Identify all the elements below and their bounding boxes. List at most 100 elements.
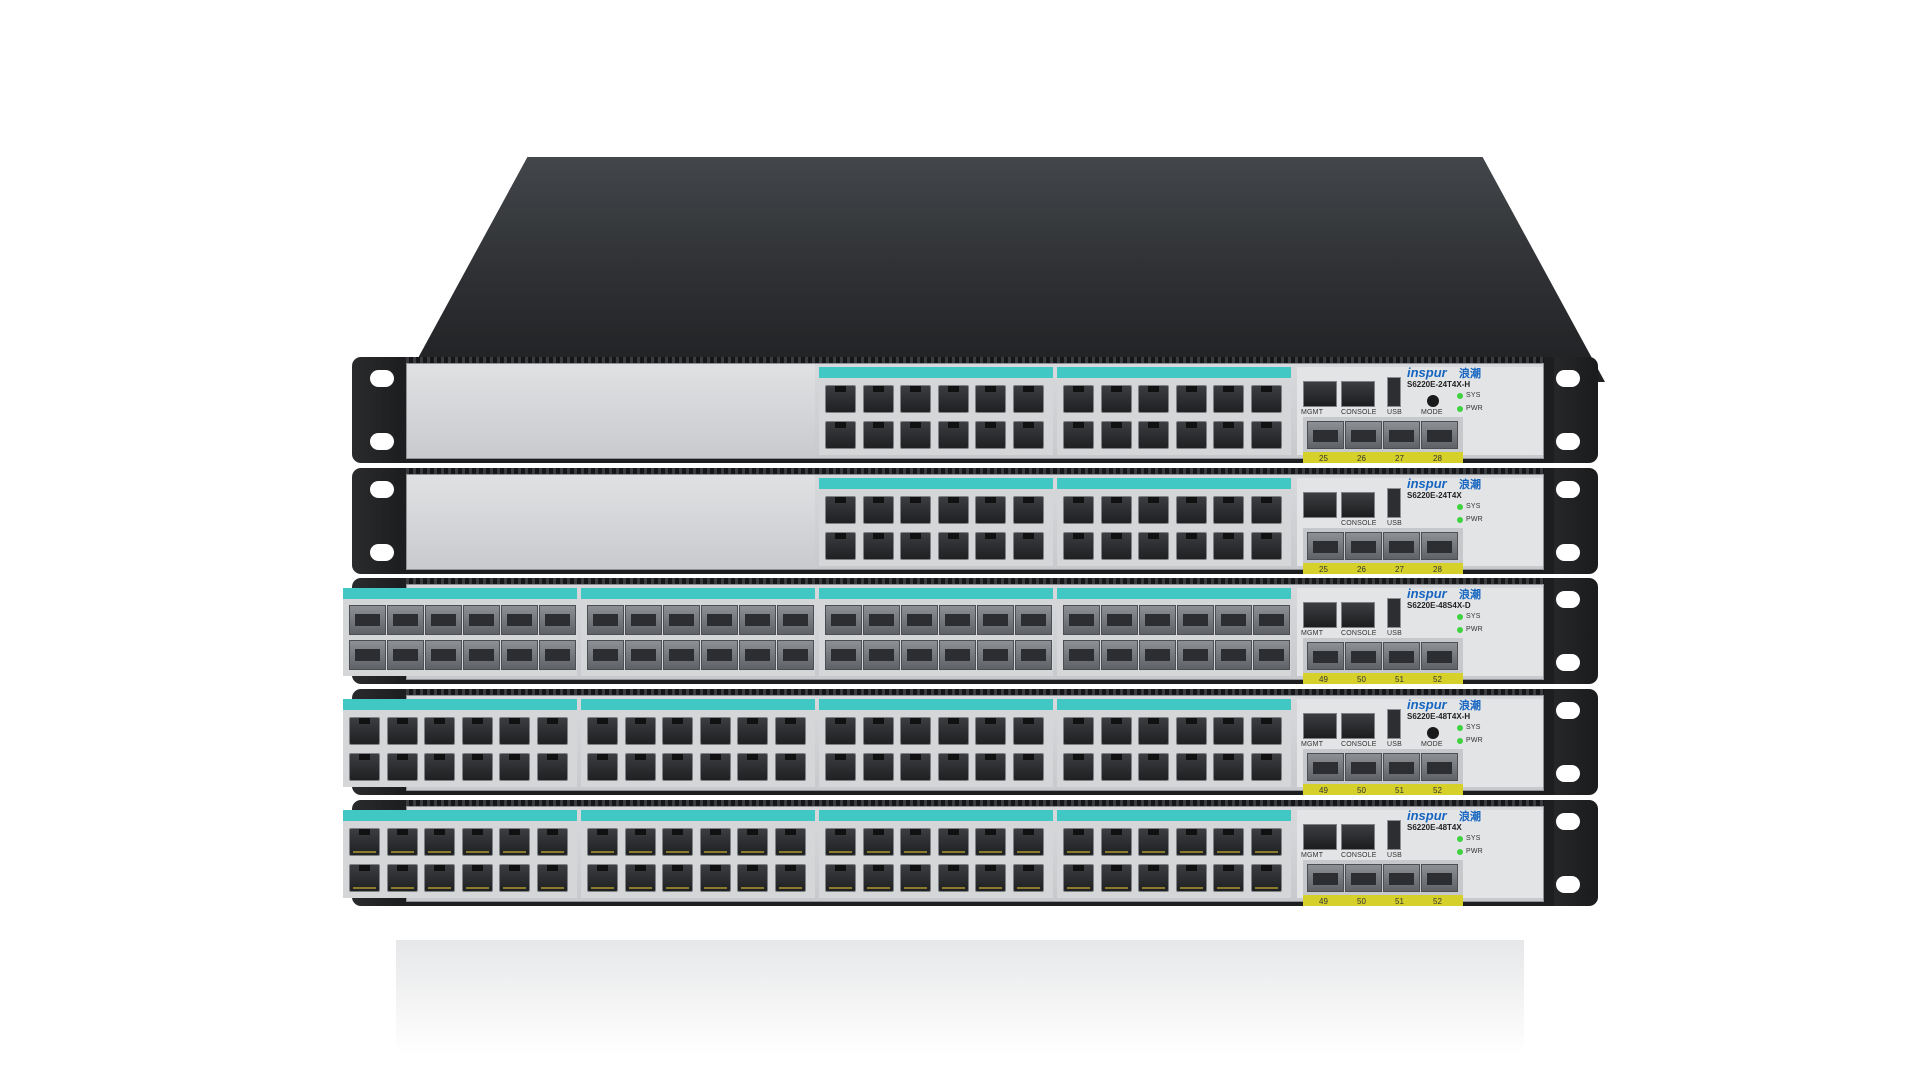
rj45-port[interactable] (1213, 828, 1244, 856)
rj45-port[interactable] (424, 753, 455, 781)
rj45-port[interactable] (699, 828, 731, 856)
mode-button[interactable] (1427, 395, 1439, 407)
rj45-port[interactable] (900, 864, 931, 892)
rj45-port[interactable] (499, 717, 530, 745)
sfp-port[interactable] (587, 605, 624, 635)
console-port[interactable] (1341, 381, 1375, 407)
uplink-sfp-port[interactable] (1383, 642, 1420, 670)
rj45-port[interactable] (1138, 421, 1169, 449)
rj45-port[interactable] (975, 753, 1006, 781)
sfp-port[interactable] (1139, 640, 1176, 670)
sfp-port[interactable] (625, 640, 662, 670)
rj45-port[interactable] (937, 828, 969, 856)
rj45-port[interactable] (1063, 385, 1094, 413)
rj45-port[interactable] (862, 864, 894, 892)
mgmt-port[interactable] (1303, 381, 1337, 407)
sfp-port[interactable] (625, 605, 662, 635)
rj45-port[interactable] (424, 828, 455, 856)
rj45-port[interactable] (900, 828, 931, 856)
uplink-sfp-port[interactable] (1383, 864, 1420, 892)
rj45-port[interactable] (1175, 421, 1207, 449)
sfp-port[interactable] (1015, 640, 1052, 670)
sfp-port[interactable] (863, 605, 900, 635)
sfp-port[interactable] (587, 640, 624, 670)
rj45-port[interactable] (1175, 828, 1207, 856)
rj45-port[interactable] (737, 753, 768, 781)
console-port[interactable] (1341, 824, 1375, 850)
uplink-sfp-port[interactable] (1345, 864, 1382, 892)
rj45-port[interactable] (937, 753, 969, 781)
sfp-port[interactable] (1015, 605, 1052, 635)
rj45-port[interactable] (1175, 753, 1207, 781)
rj45-port[interactable] (1100, 496, 1132, 524)
sfp-port[interactable] (739, 605, 776, 635)
sfp-port[interactable] (1063, 605, 1100, 635)
rj45-port[interactable] (461, 753, 493, 781)
rj45-port[interactable] (699, 753, 731, 781)
rj45-port[interactable] (536, 753, 568, 781)
rj45-port[interactable] (624, 828, 656, 856)
rj45-port[interactable] (937, 864, 969, 892)
rj45-port[interactable] (587, 828, 618, 856)
rj45-port[interactable] (774, 753, 806, 781)
rj45-port[interactable] (461, 828, 493, 856)
rj45-port[interactable] (587, 753, 618, 781)
rj45-port[interactable] (900, 421, 931, 449)
sfp-port[interactable] (663, 640, 700, 670)
rj45-port[interactable] (499, 828, 530, 856)
rj45-port[interactable] (937, 532, 969, 560)
rj45-port[interactable] (386, 864, 418, 892)
rj45-port[interactable] (499, 864, 530, 892)
rj45-port[interactable] (349, 828, 380, 856)
sfp-port[interactable] (501, 640, 538, 670)
uplink-sfp-port[interactable] (1421, 421, 1458, 449)
rj45-port[interactable] (975, 532, 1006, 560)
rj45-port[interactable] (774, 717, 806, 745)
rj45-port[interactable] (662, 828, 693, 856)
rj45-port[interactable] (900, 532, 931, 560)
sfp-port[interactable] (1063, 640, 1100, 670)
console-port[interactable] (1341, 713, 1375, 739)
rj45-port[interactable] (1100, 864, 1132, 892)
sfp-port[interactable] (1177, 640, 1214, 670)
rj45-port[interactable] (662, 753, 693, 781)
sfp-port[interactable] (701, 605, 738, 635)
sfp-port[interactable] (1101, 605, 1138, 635)
rj45-port[interactable] (1138, 864, 1169, 892)
usb-port[interactable] (1387, 488, 1401, 518)
sfp-port[interactable] (825, 605, 862, 635)
rj45-port[interactable] (1063, 421, 1094, 449)
uplink-sfp-port[interactable] (1421, 753, 1458, 781)
rj45-port[interactable] (1250, 496, 1282, 524)
sfp-port[interactable] (463, 640, 500, 670)
uplink-sfp-port[interactable] (1421, 642, 1458, 670)
rj45-port[interactable] (774, 828, 806, 856)
rj45-port[interactable] (1012, 717, 1044, 745)
rj45-port[interactable] (1138, 753, 1169, 781)
sfp-port[interactable] (1215, 605, 1252, 635)
rj45-port[interactable] (1175, 532, 1207, 560)
rj45-port[interactable] (699, 864, 731, 892)
rj45-port[interactable] (1213, 532, 1244, 560)
mgmt-port[interactable] (1303, 602, 1337, 628)
uplink-sfp-port[interactable] (1307, 642, 1344, 670)
rj45-port[interactable] (1250, 532, 1282, 560)
rj45-port[interactable] (937, 496, 969, 524)
rj45-port[interactable] (1138, 532, 1169, 560)
rj45-port[interactable] (825, 864, 856, 892)
rj45-port[interactable] (1213, 864, 1244, 892)
rj45-port[interactable] (1063, 532, 1094, 560)
sfp-port[interactable] (1215, 640, 1252, 670)
sfp-port[interactable] (349, 640, 386, 670)
usb-port[interactable] (1387, 820, 1401, 850)
rj45-port[interactable] (536, 828, 568, 856)
uplink-sfp-port[interactable] (1345, 753, 1382, 781)
sfp-port[interactable] (1253, 605, 1290, 635)
rj45-port[interactable] (624, 864, 656, 892)
rj45-port[interactable] (900, 717, 931, 745)
rj45-port[interactable] (424, 717, 455, 745)
sfp-port[interactable] (539, 605, 576, 635)
sfp-port[interactable] (387, 605, 424, 635)
rj45-port[interactable] (825, 717, 856, 745)
rj45-port[interactable] (900, 496, 931, 524)
